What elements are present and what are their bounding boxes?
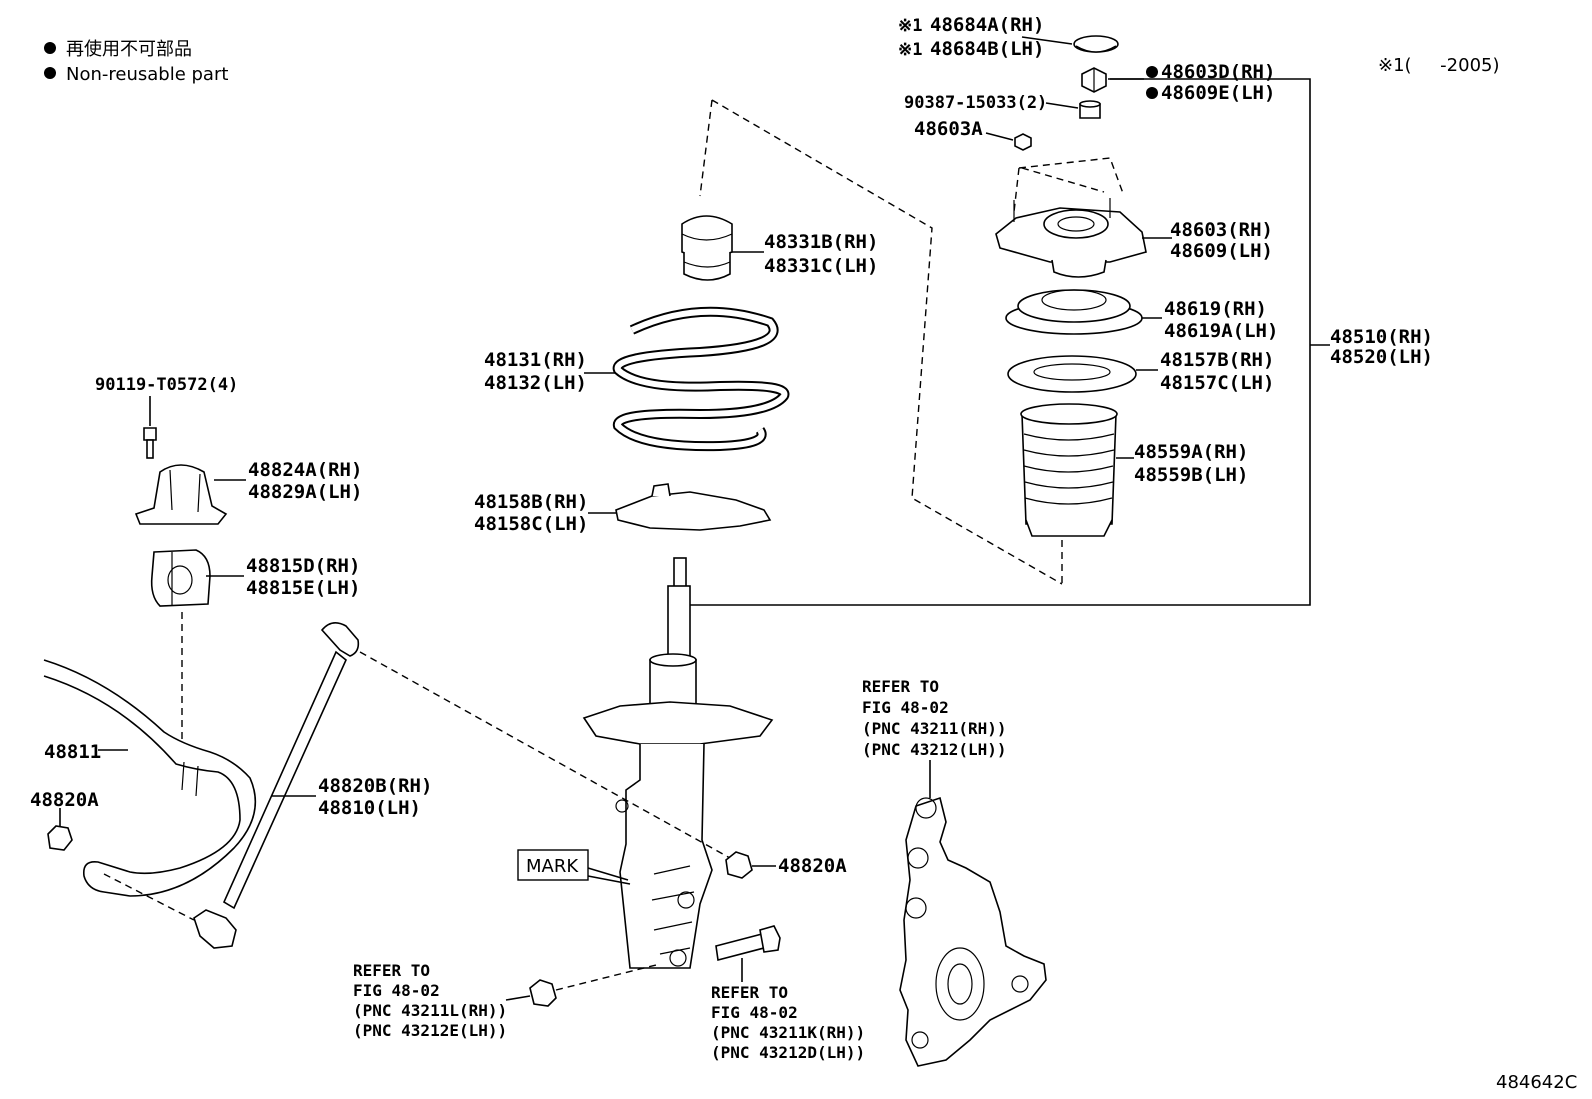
coil-spring-rh-label: 48131(RH) [484,349,587,371]
stabilizer-bar-label: 48811 [44,741,101,763]
strut-nut-part [529,979,557,1007]
nut-rh-label: 48603D(RH) [1161,61,1275,83]
dust-boot-rh-label: 48559A(RH) [1134,441,1248,463]
knuckle-ref-3: (PNC 43211(RH)) [862,719,1007,738]
nut-rh-marker-icon [1146,66,1158,78]
strut-nut-ref-1: REFER TO [353,961,430,980]
coil-spring-lh-label: 48132(LH) [484,372,587,394]
stabilizer-bushing-lh-label: 48815E(LH) [246,577,360,599]
stabilizer-link-rh-label: 48820B(RH) [318,775,432,797]
upper-mount-rh-label: 48603(RH) [1170,219,1273,241]
dust-boot-part [1020,403,1118,537]
strut-assy-bracket [688,78,1311,606]
stabilizer-bushing-rh-label: 48815D(RH) [246,555,360,577]
strut-bolt-ref-4: (PNC 43212D(LH)) [711,1043,865,1062]
spring-insulator-rh-label: 48158B(RH) [474,491,588,513]
knuckle-ref-2: FIG 48-02 [862,698,949,717]
bearing-rh-label: 48619(RH) [1164,298,1267,320]
mark-label-box [517,849,589,881]
mount-nut-label: 48603A [914,118,983,140]
spring-seat-part [1007,355,1137,393]
strut-bolt-ref-2: FIG 48-02 [711,1003,798,1022]
upper-mount-part [995,198,1147,278]
collar-label: 90387-15033(2) [904,93,1047,113]
cap-mark: ※1 [898,16,922,36]
spring-seat-lh-label: 48157C(LH) [1160,372,1274,394]
spring-insulator-lh-label: 48158C(LH) [474,513,588,535]
cap-part [1073,35,1119,53]
bump-stopper-part [681,215,733,281]
cap-rh-label: 48684A(RH) [930,14,1044,36]
link-nut-left-label: 48820A [30,789,99,811]
bearing-lh-label: 48619A(LH) [1164,320,1278,342]
coil-spring-part [612,306,790,452]
stabilizer-link-lh-label: 48810(LH) [318,797,421,819]
knuckle-ref-4: (PNC 43212(LH)) [862,740,1007,759]
footnote: ※1( -2005) [1378,55,1500,76]
spring-seat-rh-label: 48157B(RH) [1160,349,1274,371]
legend: 再使用不可部品 Non-reusable part [44,39,228,85]
link-nut-right-label: 48820A [778,855,847,877]
stabilizer-bushing-part [150,549,211,607]
collar-part [1079,100,1101,119]
legend-japanese: 再使用不可部品 [66,39,192,60]
shock-absorber-part [582,557,774,969]
bracket-bolt-label: 90119-T0572(4) [95,375,238,395]
strut-bolt-ref-3: (PNC 43211K(RH)) [711,1023,865,1042]
bump-stopper-lh-label: 48331C(LH) [764,255,878,277]
bracket-bolt-part [143,427,157,459]
knuckle-ref-1: REFER TO [862,677,939,696]
stabilizer-bar-part [43,659,257,897]
strut-bolt-part [715,925,781,962]
nut-lh-label: 48609E(LH) [1161,82,1275,104]
strut-bolt-ref-1: REFER TO [711,983,788,1002]
stabilizer-bracket-lh-label: 48829A(LH) [248,481,362,503]
legend-english: Non-reusable part [66,64,228,85]
non-reusable-marker-icon [44,42,56,54]
diagram-id: 484642C [1496,1072,1577,1093]
mark-label: MARK [526,856,579,877]
nut-part [1081,67,1107,93]
stabilizer-bracket-rh-label: 48824A(RH) [248,459,362,481]
bearing-part [1005,289,1143,335]
upper-mount-lh-label: 48609(LH) [1170,240,1273,262]
strut-nut-ref-3: (PNC 43211L(RH)) [353,1001,507,1020]
link-nut-right-part [725,851,753,879]
steering-knuckle-part [899,796,1047,1067]
strut-assy-rh-label: 48510(RH) [1330,326,1433,348]
stabilizer-link-part [193,622,360,949]
cap-lh-label: 48684B(LH) [930,38,1044,60]
cap-mark-lh: ※1 [898,40,922,60]
mount-nut-part [1014,133,1032,151]
strut-nut-ref-4: (PNC 43212E(LH)) [353,1021,507,1040]
bump-stopper-rh-label: 48331B(RH) [764,231,878,253]
stabilizer-bracket-part [134,464,228,525]
spring-insulator-part [615,483,772,531]
link-nut-left-part [47,825,73,851]
nut-lh-marker-icon [1146,87,1158,99]
non-reusable-marker-icon [44,67,56,79]
strut-nut-ref-2: FIG 48-02 [353,981,440,1000]
dust-boot-lh-label: 48559B(LH) [1134,464,1248,486]
strut-assy-lh-label: 48520(LH) [1330,346,1433,368]
